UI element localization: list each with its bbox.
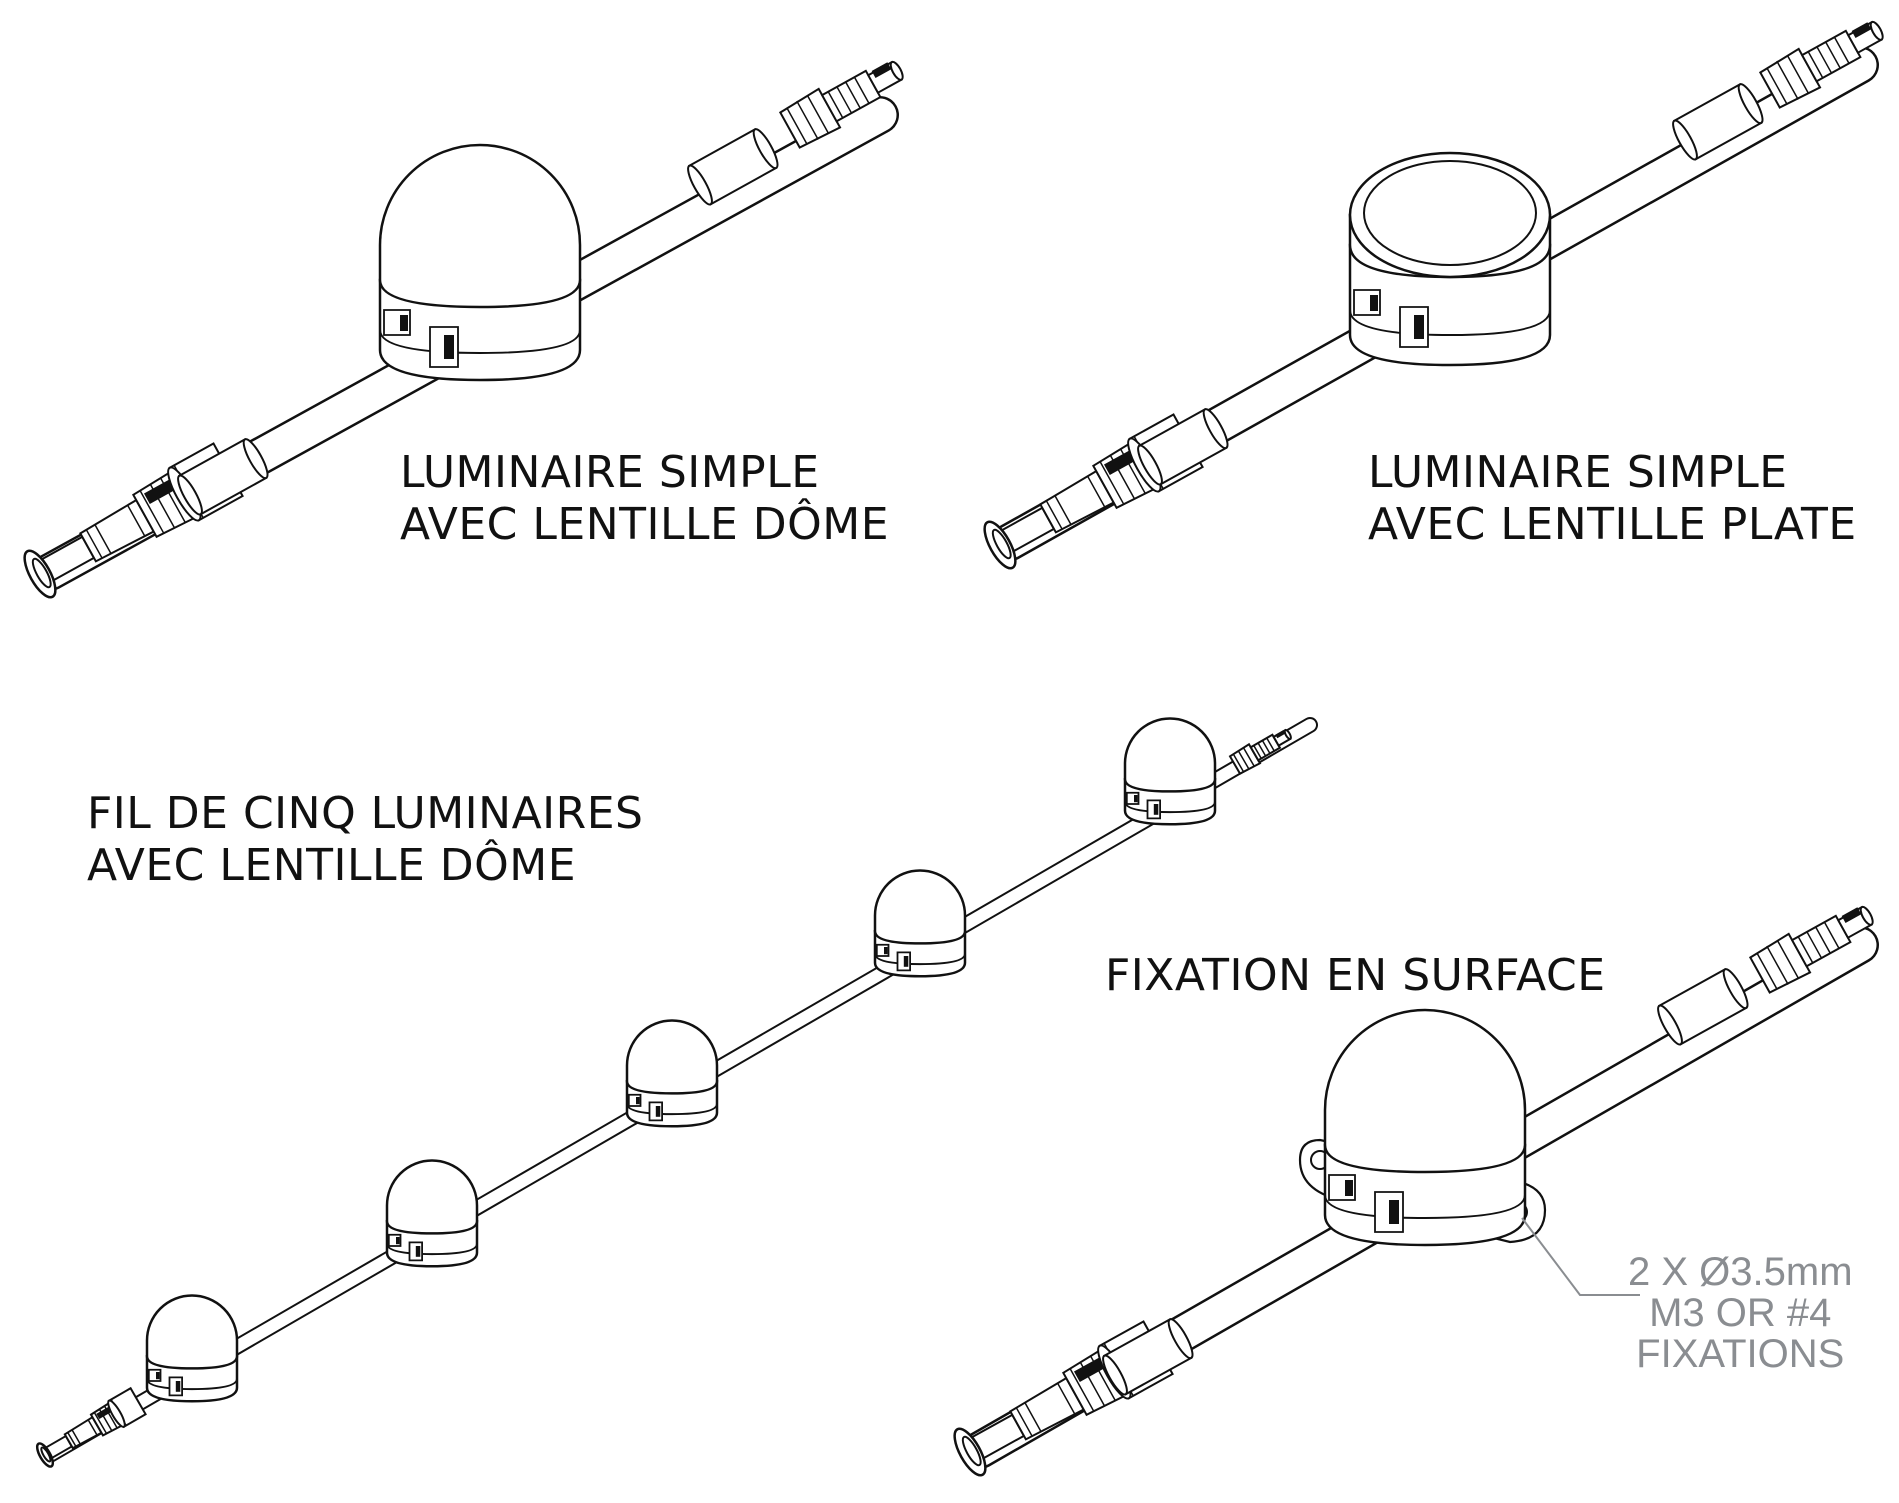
dome-luminaire-icon <box>1124 717 1216 825</box>
callout-leader <box>1522 1218 1640 1295</box>
fixation-callout: 2 X Ø3.5mm M3 OR #4 FIXATIONS <box>1628 1252 1853 1375</box>
single-dome-assembly <box>15 48 912 607</box>
dome-luminaire-icon <box>146 1294 238 1402</box>
label-line: AVEC LENTILLE DÔME <box>87 840 577 891</box>
string-five-label: FIL DE CINQ LUMINAIRES AVEC LENTILLE DÔM… <box>87 788 643 892</box>
surface-mount-label: FIXATION EN SURFACE <box>1105 950 1606 1002</box>
dome-luminaire-icon <box>626 1019 718 1127</box>
flat-single-label: LUMINAIRE SIMPLE AVEC LENTILLE PLATE <box>1368 447 1857 551</box>
callout-line: 2 X Ø3.5mm <box>1628 1250 1853 1294</box>
dome-luminaire-icon <box>1323 1008 1527 1247</box>
label-line: AVEC LENTILLE DÔME <box>400 499 890 550</box>
dome-luminaire-icon <box>874 869 966 977</box>
label-line: FIXATION EN SURFACE <box>1105 950 1606 1001</box>
surface-mount-assembly <box>945 893 1882 1485</box>
label-line: LUMINAIRE SIMPLE <box>400 447 820 498</box>
callout-line: FIXATIONS <box>1636 1332 1845 1376</box>
flat-lens-luminaire-icon <box>1348 151 1552 367</box>
dome-single-label: LUMINAIRE SIMPLE AVEC LENTILLE DÔME <box>400 447 889 551</box>
five-luminaire-string <box>32 717 1310 1472</box>
single-flat-assembly <box>975 8 1892 578</box>
label-line: LUMINAIRE SIMPLE <box>1368 447 1788 498</box>
label-line: FIL DE CINQ LUMINAIRES <box>87 788 644 839</box>
dome-luminaire-icon <box>378 143 582 382</box>
dome-luminaire-icon <box>386 1159 478 1267</box>
callout-line: M3 OR #4 <box>1649 1291 1832 1335</box>
label-line: AVEC LENTILLE PLATE <box>1368 499 1857 550</box>
